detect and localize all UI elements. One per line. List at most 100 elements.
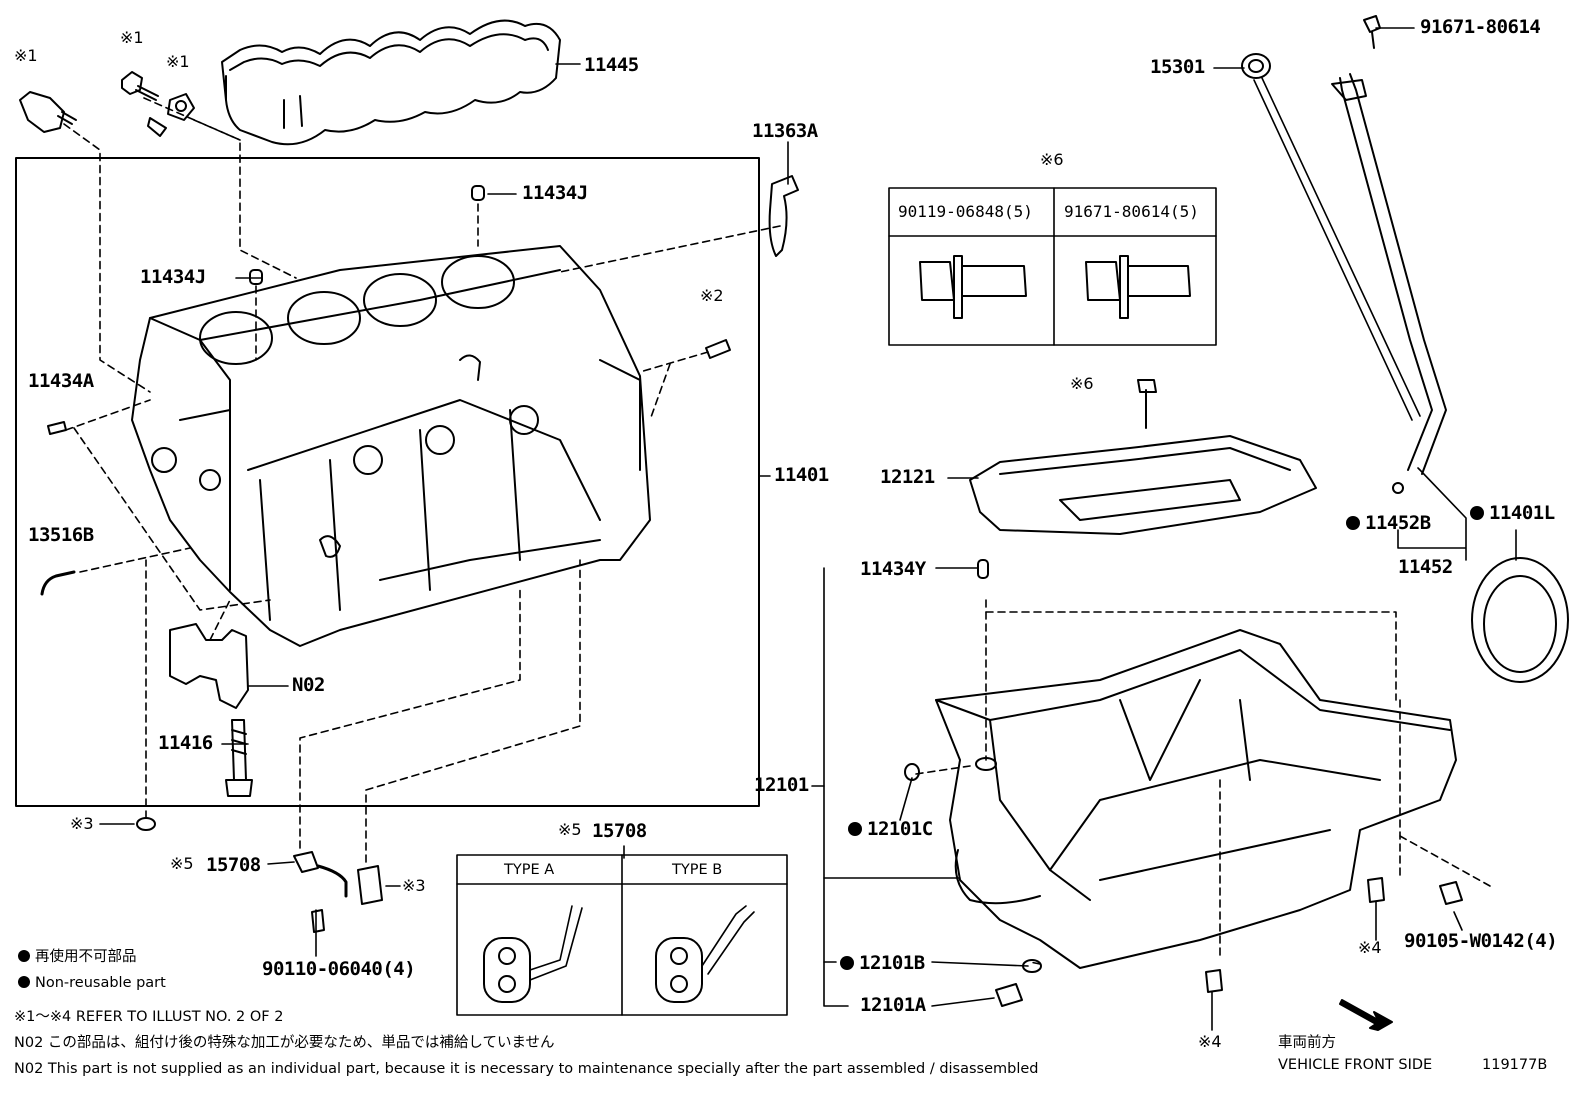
type-b-label: TYPE B	[672, 862, 723, 878]
illustration-id: 119177B	[1482, 1057, 1548, 1073]
bracket-11363A-drawing	[768, 175, 799, 257]
front-arrow-icon	[1339, 999, 1393, 1031]
label-15708[interactable]: 15708	[206, 854, 261, 876]
plug-3	[357, 865, 383, 905]
seal-11401L-drawing	[1471, 557, 1569, 683]
label-90110-06040[interactable]: 90110-06040(4)	[262, 958, 416, 980]
note-refer: ※1～※4 REFER TO ILLUST NO. 2 OF 2	[14, 1009, 284, 1025]
ref-mark-1c: ※1	[166, 52, 190, 71]
type-box-frame	[456, 854, 788, 1016]
ref-mark-3b: ※3	[402, 876, 426, 895]
label-11445[interactable]: 11445	[584, 54, 639, 76]
ref-mark-6b: ※6	[1070, 374, 1094, 393]
pin-11434J-left	[249, 269, 263, 285]
direction-jp: 車両前方	[1278, 1035, 1336, 1051]
table-6-frame	[888, 187, 1217, 346]
pipe-13516B	[40, 570, 76, 596]
non-reusable-dot-icon	[18, 950, 30, 962]
label-12101B-text: 12101B	[859, 952, 925, 974]
label-11434A[interactable]: 11434A	[28, 370, 94, 392]
bracket-drawing-1	[147, 93, 195, 137]
bolt-11416-drawing	[225, 719, 253, 797]
cap-N02-drawing	[169, 623, 249, 709]
table-bolt-drawings	[919, 255, 1191, 319]
label-11434Y[interactable]: 11434Y	[860, 558, 926, 580]
label-12101[interactable]: 12101	[754, 774, 809, 796]
ref-mark-5a: ※5	[170, 854, 194, 873]
bolt-90110	[311, 909, 325, 933]
table-6-col1[interactable]: 90119-06848(5)	[898, 202, 1033, 221]
non-reusable-dot-icon	[1470, 506, 1484, 520]
ref-mark-6a: ※6	[1040, 150, 1064, 169]
ref-mark-1a: ※1	[14, 46, 38, 65]
label-12121[interactable]: 12121	[880, 466, 935, 488]
label-11401[interactable]: 11401	[774, 464, 829, 486]
ref-mark-4b: ※4	[1198, 1032, 1222, 1051]
dashed-leaders	[63, 97, 1491, 965]
label-15301[interactable]: 15301	[1150, 56, 1205, 78]
bolt-pan-4b	[1205, 969, 1223, 993]
label-11363A[interactable]: 11363A	[752, 120, 818, 142]
direction-en: VEHICLE FRONT SIDE	[1278, 1057, 1433, 1073]
bolt-91671-drawing	[1363, 15, 1381, 49]
pin-11434J-top	[471, 185, 485, 201]
non-reusable-dot-icon	[18, 976, 30, 988]
o-ring-12101C	[904, 763, 920, 781]
label-91671-80614[interactable]: 91671-80614	[1420, 16, 1541, 38]
ref-mark-3a: ※3	[70, 814, 94, 833]
pin-2	[705, 339, 731, 359]
ref-mark-4a: ※4	[1358, 938, 1382, 957]
washer-3	[136, 817, 156, 831]
note-n02-jp: N02 この部品は、組付け後の特殊な加工が必要なため、単品では補給していません	[14, 1035, 555, 1051]
ref-mark-1b: ※1	[120, 28, 144, 47]
jet-15708-drawing	[293, 851, 348, 898]
guide-11452-drawing	[1331, 73, 1447, 494]
gasket-11445-drawing	[221, 19, 561, 146]
label-12101C-text: 12101C	[867, 818, 933, 840]
leader-lines	[99, 27, 1517, 1031]
ref-mark-5b: ※5	[558, 820, 582, 839]
legend-en-text: Non-reusable part	[35, 975, 166, 991]
label-11452B[interactable]: 11452B	[1346, 514, 1431, 533]
label-11401L[interactable]: 11401L	[1470, 504, 1555, 523]
table-6-col2[interactable]: 91671-80614(5)	[1064, 202, 1199, 221]
note-n02-en: N02 This part is not supplied as an indi…	[14, 1061, 1039, 1077]
gasket-12101B	[1022, 959, 1042, 973]
label-12101C[interactable]: 12101C	[848, 820, 933, 839]
label-11416[interactable]: 11416	[158, 732, 213, 754]
type-a-drawing	[483, 905, 583, 1003]
type-a-label: TYPE A	[504, 862, 555, 878]
type-b-drawing	[655, 905, 755, 1003]
plug-12101A	[995, 983, 1023, 1007]
label-11401L-text: 11401L	[1489, 502, 1555, 524]
bolt-drawing-1	[121, 71, 159, 101]
label-11434J-top[interactable]: 11434J	[522, 182, 588, 204]
non-reusable-dot-icon	[848, 822, 862, 836]
legend-jp-text: 再使用不可部品	[35, 949, 137, 965]
non-reusable-dot-icon	[1346, 516, 1360, 530]
label-90105-W0142[interactable]: 90105-W0142(4)	[1404, 930, 1558, 952]
label-11452B-text: 11452B	[1365, 512, 1431, 534]
pin-11434A	[47, 421, 67, 435]
dipstick-15301-drawing	[1241, 53, 1421, 421]
legend-en: Non-reusable part	[18, 976, 166, 991]
label-12101A[interactable]: 12101A	[860, 994, 926, 1016]
label-11452[interactable]: 11452	[1398, 556, 1453, 578]
bolt-pan-90105	[1439, 881, 1463, 905]
sensor-drawing	[19, 91, 77, 133]
label-11434J-left[interactable]: 11434J	[140, 266, 206, 288]
label-15708-box[interactable]: 15708	[592, 820, 647, 842]
baffle-12121-drawing	[969, 379, 1317, 535]
ref-mark-2: ※2	[700, 286, 724, 305]
oil-pan-12101-drawing	[935, 629, 1457, 969]
pin-11434Y	[977, 559, 989, 579]
bolt-pan-4a	[1367, 877, 1385, 903]
block-frame	[15, 157, 760, 807]
legend-jp: 再使用不可部品	[18, 950, 137, 965]
label-N02[interactable]: N02	[292, 674, 325, 696]
cylinder-block-drawing	[131, 245, 651, 647]
non-reusable-dot-icon	[840, 956, 854, 970]
label-13516B[interactable]: 13516B	[28, 524, 94, 546]
label-12101B[interactable]: 12101B	[840, 954, 925, 973]
